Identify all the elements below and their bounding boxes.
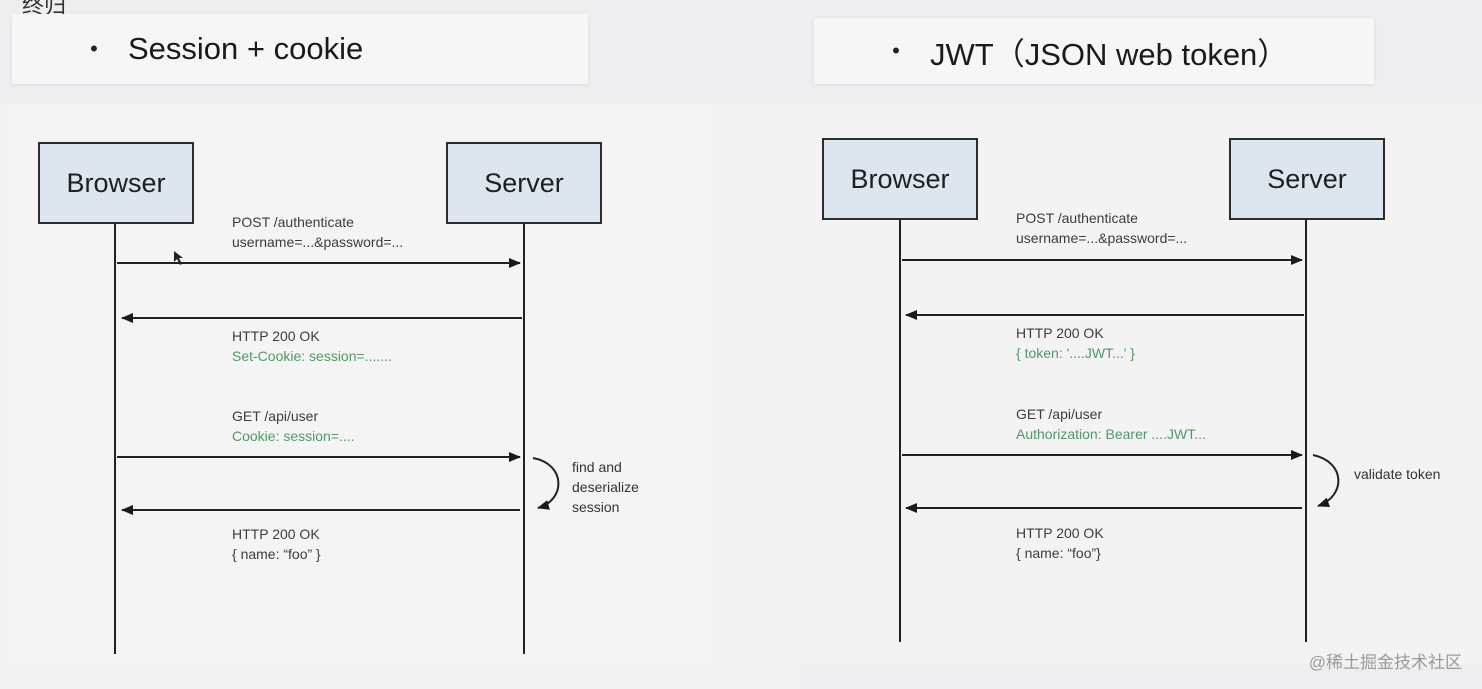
message-label: HTTP 200 OK { name: “foo”} — [1016, 523, 1104, 563]
cut-off-heading: 终归 — [22, 0, 67, 18]
browser-label: Browser — [66, 167, 166, 198]
jwt-title: JWT（JSON web token） — [930, 36, 1289, 72]
session-cookie-title-card: • Session + cookie — [12, 14, 588, 84]
message-label: GET /api/user Authorization: Bearer ....… — [1016, 404, 1206, 444]
watermark: @稀土掘金技术社区 — [1308, 653, 1462, 672]
message-line: { name: “foo”} — [1016, 545, 1101, 561]
message-body-line: { token: '....JWT...' } — [1016, 345, 1135, 361]
bullet-point: • — [892, 38, 900, 63]
mouse-cursor-icon — [174, 251, 183, 265]
server-actor-box: Server — [1229, 138, 1385, 220]
server-actor-box: Server — [446, 142, 602, 224]
server-note: find and deserialize session — [572, 459, 639, 515]
message-line: POST /authenticate — [1016, 210, 1138, 226]
message-header-line: Cookie: session=.... — [232, 428, 355, 444]
browser-label: Browser — [850, 163, 950, 194]
message-line: username=...&password=... — [232, 234, 404, 250]
message-line: HTTP 200 OK — [1016, 325, 1104, 341]
server-label: Server — [1267, 163, 1347, 194]
message-line: username=...&password=... — [1016, 230, 1188, 246]
message-line: GET /api/user — [232, 408, 319, 424]
message-line: GET /api/user — [1016, 406, 1103, 422]
message-line: POST /authenticate — [232, 214, 354, 230]
message-label: HTTP 200 OK { token: '....JWT...' } — [1016, 323, 1135, 363]
message-line: { name: “foo” } — [232, 546, 321, 562]
message-line: HTTP 200 OK — [232, 328, 320, 344]
message-header-line: Authorization: Bearer ....JWT... — [1016, 426, 1206, 442]
server-note: validate token — [1354, 466, 1441, 482]
message-label: POST /authenticate username=...&password… — [1016, 208, 1187, 248]
browser-actor-box: Browser — [822, 138, 978, 220]
message-line: HTTP 200 OK — [1016, 525, 1104, 541]
browser-actor-box: Browser — [38, 142, 194, 224]
message-label: HTTP 200 OK Set-Cookie: session=....... — [232, 326, 392, 366]
session-cookie-title: Session + cookie — [128, 31, 364, 66]
message-label: GET /api/user Cookie: session=.... — [232, 406, 355, 446]
message-line: HTTP 200 OK — [232, 526, 320, 542]
jwt-title-card: • JWT（JSON web token） — [814, 18, 1374, 84]
self-call-arrow — [1312, 454, 1340, 507]
message-label: POST /authenticate username=...&password… — [232, 212, 403, 252]
message-label: HTTP 200 OK { name: “foo” } — [232, 524, 321, 564]
message-header-line: Set-Cookie: session=....... — [232, 348, 392, 364]
server-label: Server — [484, 167, 564, 198]
bullet-point: • — [90, 36, 98, 61]
self-call-arrow — [532, 457, 560, 510]
